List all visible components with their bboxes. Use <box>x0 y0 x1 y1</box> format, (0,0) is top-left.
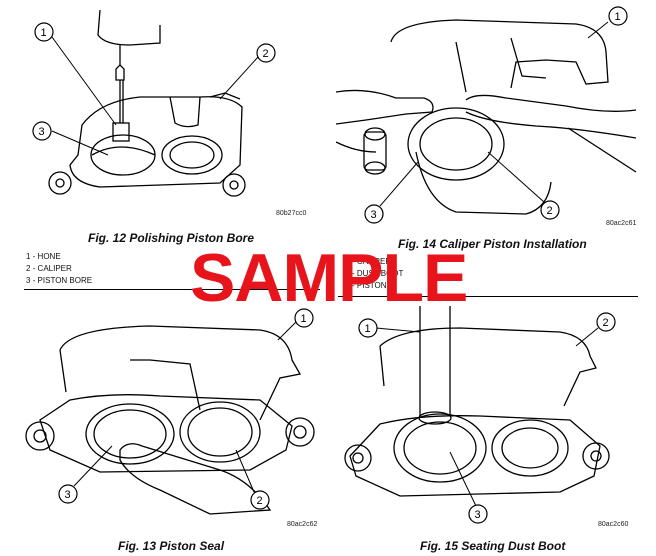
callout-2: 2 <box>547 205 553 217</box>
legend-item: - PISTON <box>352 281 387 290</box>
figure-13-illustration: 1 3 2 <box>10 300 330 530</box>
callout-3: 3 <box>371 209 377 221</box>
figure-12-divider <box>24 289 320 290</box>
callout-1: 1 <box>615 11 621 23</box>
callout-3: 3 <box>39 126 45 138</box>
legend-item: 2 - CALIPER <box>26 264 72 273</box>
legend-item: - CALIPER <box>352 257 392 266</box>
figure-14-code: 80ac2c61 <box>606 220 637 227</box>
figure-12-code: 80b27cc0 <box>276 210 307 217</box>
figure-15-illustration: 1 2 3 <box>340 306 640 532</box>
figure-12-legend: 1 - HONE 2 - CALIPER 3 - PISTON BORE <box>26 251 92 287</box>
figure-14-divider <box>338 296 638 297</box>
figure-14-caption: Fig. 14 Caliper Piston Installation <box>398 237 587 251</box>
callout-3: 3 <box>65 489 71 501</box>
figure-12-caption: Fig. 12 Polishing Piston Bore <box>88 231 255 245</box>
legend-item: - DUST BOOT <box>352 269 404 278</box>
figure-15-code: 80ac2c60 <box>598 521 629 528</box>
callout-1: 1 <box>41 27 47 39</box>
figure-14-legend: - CALIPER - DUST BOOT - PISTON <box>352 256 403 292</box>
callout-3: 3 <box>475 509 481 521</box>
figure-15-caption: Fig. 15 Seating Dust Boot <box>420 539 566 553</box>
figure-13-caption: Fig. 13 Piston Seal <box>118 539 225 553</box>
callout-2: 2 <box>603 317 609 329</box>
figure-14-illustration: 1 3 2 <box>336 2 646 234</box>
callout-2: 2 <box>257 495 263 507</box>
figure-12-illustration: 1 2 3 <box>20 5 310 225</box>
figure-13-code: 80ac2c62 <box>287 521 318 528</box>
legend-item: 3 - PISTON BORE <box>26 276 93 285</box>
callout-1: 1 <box>365 323 371 335</box>
callout-2: 2 <box>263 48 269 60</box>
legend-item: 1 - HONE <box>26 252 61 261</box>
callout-1: 1 <box>301 313 307 325</box>
